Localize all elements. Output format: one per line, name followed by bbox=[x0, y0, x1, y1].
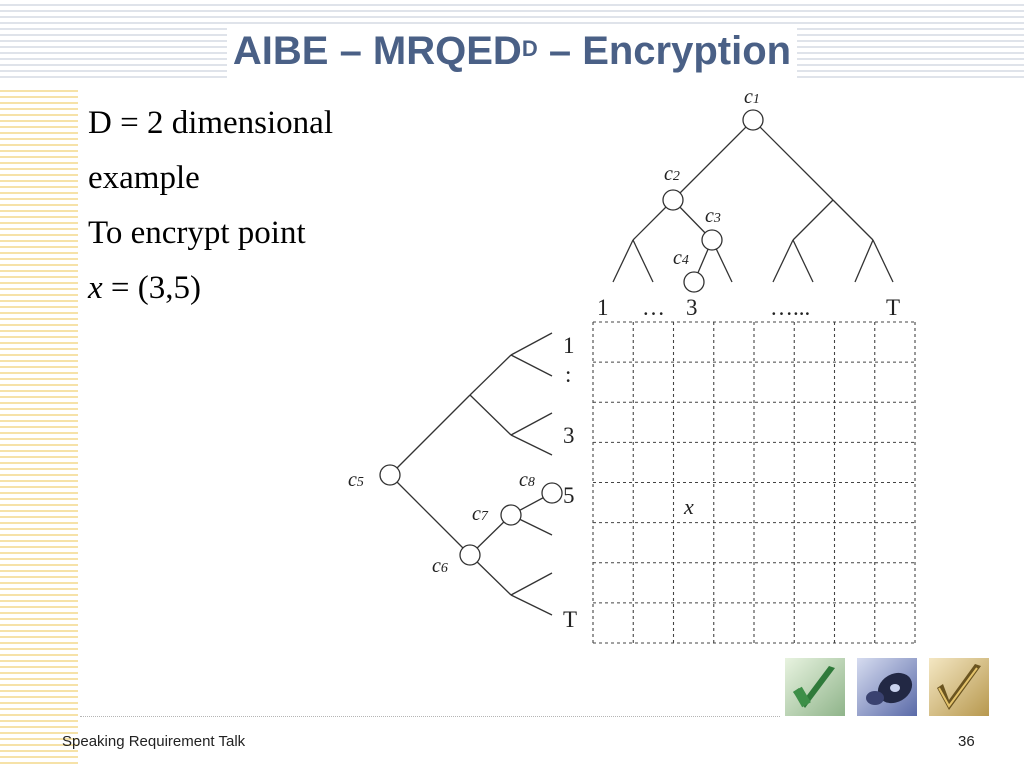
node-c4 bbox=[683, 271, 705, 293]
title-tail: – Encryption bbox=[537, 29, 792, 73]
node-c7 bbox=[500, 504, 522, 526]
top-leaf-ellipsis: … bbox=[642, 295, 665, 320]
node-c8 bbox=[541, 482, 563, 504]
node-c6 bbox=[459, 544, 481, 566]
point-value: = (3,5) bbox=[102, 270, 201, 306]
label-c6: c6 bbox=[432, 555, 448, 577]
title-superscript: D bbox=[521, 36, 538, 61]
top-leaf-1: 1 bbox=[597, 295, 609, 320]
title-main: AIBE – MRQED bbox=[232, 29, 522, 73]
encryption-grid bbox=[592, 321, 916, 644]
node-c5 bbox=[379, 464, 401, 486]
content-area bbox=[78, 80, 946, 710]
node-c3 bbox=[701, 229, 723, 251]
body-line-1: D = 2 dimensional bbox=[88, 105, 334, 141]
grid-point-x: x bbox=[683, 494, 694, 519]
label-c5: c5 bbox=[348, 469, 364, 491]
footer-talk-title: Speaking Requirement Talk bbox=[62, 733, 246, 750]
slide-body-text: D = 2 dimensional example To encrypt poi… bbox=[88, 96, 333, 316]
label-c1: c1 bbox=[744, 86, 760, 108]
slide-title: AIBE – MRQEDD – Encryption bbox=[0, 24, 1024, 78]
label-c3: c3 bbox=[705, 205, 721, 227]
node-c1 bbox=[742, 109, 764, 131]
footer-divider bbox=[80, 716, 780, 717]
left-leaf-T: T bbox=[563, 607, 577, 632]
body-line-2: example bbox=[88, 160, 200, 196]
label-c2: c2 bbox=[664, 163, 680, 185]
left-tree bbox=[379, 332, 563, 616]
top-leaf-ellipsis-2: …... bbox=[770, 295, 810, 320]
label-c4: c4 bbox=[673, 247, 689, 269]
left-leaf-1: 1 bbox=[563, 333, 575, 358]
top-leaf-T: T bbox=[886, 295, 900, 320]
green-checkmark-icon bbox=[785, 658, 845, 716]
node-c2 bbox=[662, 189, 684, 211]
gold-checkmark-icon bbox=[929, 658, 989, 716]
point-variable: x bbox=[88, 270, 103, 306]
slide-number: 36 bbox=[958, 733, 975, 750]
left-leaf-3: 3 bbox=[563, 423, 575, 448]
left-leaf-colon: : bbox=[565, 362, 571, 387]
body-line-4: x = (3,5) bbox=[88, 261, 333, 316]
blue-disc-icon bbox=[857, 658, 917, 716]
left-stripe-band bbox=[0, 86, 78, 768]
label-c7: c7 bbox=[472, 503, 489, 525]
top-tree bbox=[612, 109, 894, 293]
top-leaf-3: 3 bbox=[686, 295, 698, 320]
left-leaf-5: 5 bbox=[563, 483, 575, 508]
label-c8: c8 bbox=[519, 469, 535, 491]
body-line-3: To encrypt point bbox=[88, 215, 306, 251]
